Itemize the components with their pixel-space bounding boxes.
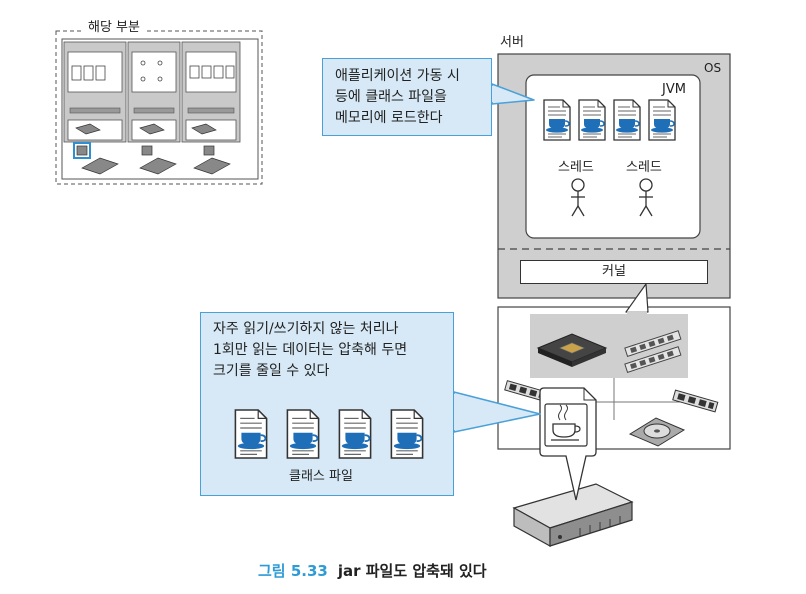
- thread-label-2: 스레드: [626, 160, 662, 175]
- hard-disk-icon: [628, 417, 686, 447]
- callout-pointer-compression: [452, 391, 541, 433]
- java-file-icon: [234, 409, 268, 459]
- java-file-icon: [338, 409, 372, 459]
- callout-compression-line-2: 1회만 읽는 데이터는 압축해 두면: [213, 342, 408, 358]
- figure-caption: 그림 5.33 jar 파일도 압축돼 있다: [258, 560, 487, 581]
- coffee-cup-icon: [551, 404, 581, 441]
- callout-pointer-load: [490, 83, 535, 105]
- callout-load-line-3: 메모리에 로드한다: [335, 110, 443, 126]
- callout-load-classes: 애플리케이션 가동 시 등에 클래스 파일을 메모리에 로드한다: [322, 58, 492, 136]
- thread-label-1: 스레드: [558, 160, 594, 175]
- callout-compression-line-1: 자주 읽기/쓰기하지 않는 처리나: [213, 321, 399, 337]
- jvm-label: JVM: [662, 82, 686, 97]
- cpu-chip-icon: [536, 333, 608, 367]
- class-files-group: [234, 409, 424, 459]
- hardware-panel: [497, 306, 731, 450]
- os-label: OS: [704, 61, 722, 75]
- class-files-label: 클래스 파일: [289, 469, 353, 484]
- java-file-icon: [390, 409, 424, 459]
- figure-title: jar 파일도 압축돼 있다: [337, 562, 487, 580]
- figure-number: 그림 5.33: [258, 562, 328, 580]
- callout-compression: 자주 읽기/쓰기하지 않는 처리나 1회만 읽는 데이터는 압축해 두면 크기를…: [200, 312, 454, 496]
- callout-compression-line-3: 크기를 줄일 수 있다: [213, 363, 330, 379]
- kernel-pointer: [625, 283, 649, 315]
- kernel-box: 커널: [520, 260, 708, 284]
- mini-overview: [55, 30, 263, 185]
- jar-file-bubble: [539, 387, 597, 501]
- mini-overview-title: 해당 부분: [82, 18, 146, 38]
- server-label: 서버: [500, 35, 524, 50]
- callout-load-line-2: 등에 클래스 파일을: [335, 89, 447, 105]
- java-file-icon: [286, 409, 320, 459]
- server-rack-icon: [512, 483, 634, 548]
- callout-load-line-1: 애플리케이션 가동 시: [335, 68, 460, 84]
